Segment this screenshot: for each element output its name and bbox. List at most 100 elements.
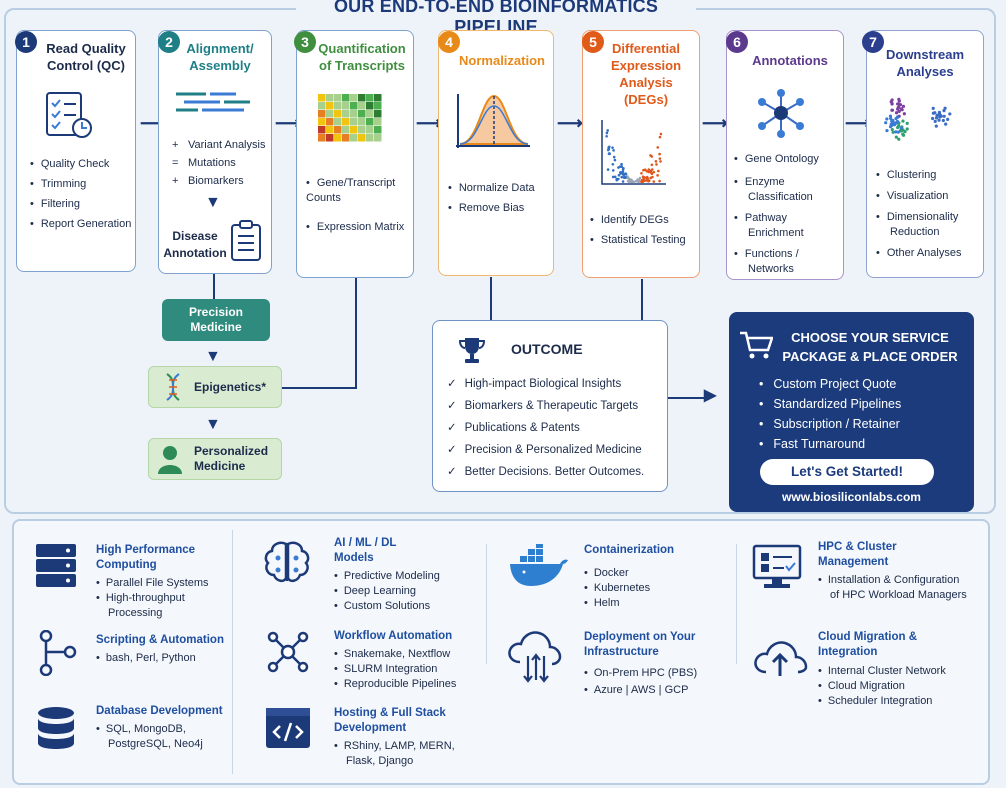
cluster-point xyxy=(885,128,889,133)
heatmap-cell xyxy=(334,126,342,134)
volcano-point xyxy=(621,180,625,183)
list-item: Functions / Networks xyxy=(734,247,840,277)
list-item: Statistical Testing xyxy=(590,230,686,250)
volcano-point xyxy=(615,178,619,182)
step-5-title: Differential Expression Analysis (DEGs) xyxy=(610,41,682,107)
order-panel: CHOOSE YOUR SERVICE PACKAGE & PLACE ORDE… xyxy=(729,312,974,512)
heatmap-cell xyxy=(366,126,374,134)
brain-circuit-icon xyxy=(264,541,310,583)
heatmap-cell xyxy=(318,126,326,134)
person-icon xyxy=(158,446,182,474)
heatmap-cell xyxy=(326,118,334,126)
cluster-point xyxy=(905,127,909,131)
cluster-point xyxy=(890,108,895,112)
step-3-card xyxy=(296,30,414,278)
cluster-point xyxy=(937,110,942,114)
heatmap-cell xyxy=(334,118,342,126)
workflow-network-icon xyxy=(267,631,309,673)
step-1-title: Read Quality Control (QC) xyxy=(46,41,126,73)
outcome-title: OUTCOME xyxy=(511,341,583,357)
step-6-number: 6 xyxy=(726,31,748,53)
heatmap-cell xyxy=(358,94,366,102)
volcano-point xyxy=(606,168,610,171)
volcano-point xyxy=(656,146,660,149)
volcano-point xyxy=(624,172,628,175)
cluster-point xyxy=(901,104,906,108)
heatmap-cell xyxy=(342,102,350,110)
volcano-point xyxy=(655,163,658,166)
cluster-point xyxy=(894,130,898,134)
step-3-number: 3 xyxy=(294,31,316,53)
service-deployment: Deployment on Your Infrastructure On-Pre… xyxy=(584,630,724,698)
arrow-right-icon: ⟶ xyxy=(702,113,728,133)
trophy-icon xyxy=(458,338,486,363)
cluster-point xyxy=(931,106,935,110)
step-5-list: Identify DEGs Statistical Testing xyxy=(590,210,686,250)
heatmap-cell xyxy=(374,94,382,102)
heatmap-cell xyxy=(374,102,382,110)
website-link[interactable]: www.biosiliconlabs.com xyxy=(782,490,921,504)
volcano-point xyxy=(643,176,646,179)
step-1-list: Quality Check Trimming Filtering Report … xyxy=(30,154,132,234)
volcano-point xyxy=(612,155,616,159)
cluster-point xyxy=(884,121,888,125)
volcano-point xyxy=(617,173,621,177)
list-item: Gene/Transcript Counts xyxy=(306,176,410,206)
list-item: Expression Matrix xyxy=(306,220,410,235)
list-item: =Mutations xyxy=(172,157,236,169)
service-ai-ml: AI / ML / DL Models Predictive ModelingD… xyxy=(334,536,474,614)
git-branch-icon xyxy=(39,630,77,676)
heatmap-cell xyxy=(334,134,342,142)
heatmap-cell xyxy=(318,134,326,142)
cluster-point xyxy=(890,123,894,128)
order-list: •Custom Project Quote •Standardized Pipe… xyxy=(759,374,901,454)
volcano-point xyxy=(654,160,658,163)
service-workflow: Workflow Automation Snakemake, NextflowS… xyxy=(334,629,474,692)
cluster-point xyxy=(896,125,900,130)
cluster-point xyxy=(943,106,947,110)
cluster-point xyxy=(894,121,898,125)
page-title: OUR END-TO-END BIOINFORMATICS PIPELINE xyxy=(296,0,696,37)
heatmap-cell xyxy=(342,118,350,126)
get-started-button[interactable]: Let's Get Started! xyxy=(760,459,934,485)
step-1-number: 1 xyxy=(15,31,37,53)
step-2-number: 2 xyxy=(158,31,180,53)
cluster-point xyxy=(899,126,903,130)
volcano-point xyxy=(611,169,615,172)
heatmap-cell xyxy=(342,126,350,134)
heatmap-cell xyxy=(342,94,350,102)
heatmap-cell xyxy=(350,134,358,142)
list-item: Visualization xyxy=(876,189,980,204)
heatmap-cell xyxy=(318,118,326,126)
volcano-point xyxy=(652,180,656,183)
cluster-point xyxy=(934,116,939,120)
heatmap-cell xyxy=(358,102,366,110)
dna-icon xyxy=(166,373,180,401)
server-icon xyxy=(36,544,76,587)
heatmap-cell xyxy=(334,110,342,118)
volcano-point xyxy=(658,179,661,183)
step-7-number: 7 xyxy=(862,31,884,53)
cluster-point xyxy=(938,115,942,119)
heatmap-icon xyxy=(318,94,382,142)
volcano-point xyxy=(611,162,615,166)
service-database: Database Development SQL, MongoDB, Postg… xyxy=(96,704,226,752)
heatmap-cell xyxy=(374,134,382,142)
heatmap-cell xyxy=(326,134,334,142)
heatmap-cell xyxy=(350,94,358,102)
volcano-point xyxy=(622,167,625,170)
cluster-point xyxy=(897,109,901,113)
volcano-point xyxy=(649,176,652,180)
heatmap-cell xyxy=(334,94,342,102)
heatmap-cell xyxy=(326,94,334,102)
volcano-point xyxy=(638,176,642,180)
check-icon: ✓ xyxy=(447,400,457,412)
cluster-point xyxy=(891,130,895,134)
volcano-point xyxy=(636,178,639,181)
volcano-point xyxy=(605,131,609,135)
volcano-point xyxy=(620,175,623,179)
list-item: +Variant Analysis xyxy=(172,139,266,151)
cluster-point xyxy=(890,101,894,106)
outcome-list: ✓High-impact Biological Insights ✓Biomar… xyxy=(447,373,644,483)
checklist-icon xyxy=(46,92,92,138)
